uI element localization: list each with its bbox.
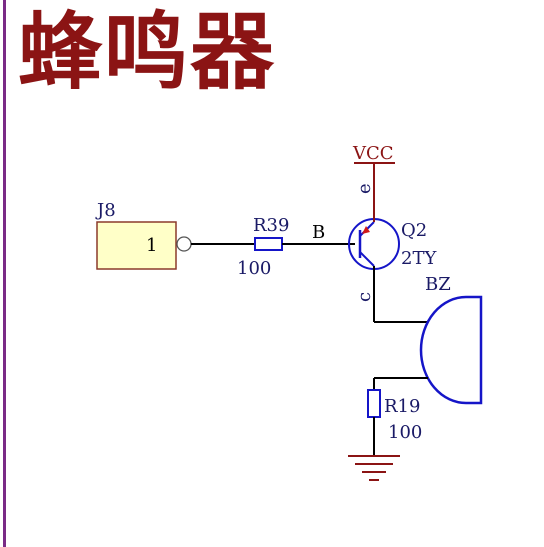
transistor-collector-lead <box>359 251 375 267</box>
connector-pin-label: 1 <box>146 235 157 256</box>
page-title: 蜂鸣器 <box>18 3 277 101</box>
transistor-emitter-arrow <box>362 226 370 234</box>
transistor-q2-body <box>348 218 400 270</box>
resistor-r39-value: 100 <box>237 258 271 279</box>
buzzer-bz-body <box>419 295 483 405</box>
resistor-r39-body <box>254 237 283 251</box>
resistor-r19-body <box>367 389 381 418</box>
transistor-value: 2TY <box>401 248 437 269</box>
resistor-r39-ref: R39 <box>253 215 289 236</box>
connector-ref: J8 <box>95 200 116 221</box>
collector-pin-label: c <box>354 292 375 302</box>
buzzer-ref: BZ <box>425 274 451 295</box>
connector-j8-body <box>96 221 177 270</box>
left-border <box>3 0 6 547</box>
resistor-r19-value: 100 <box>388 422 422 443</box>
connector-pin-terminal <box>176 236 192 252</box>
net-label-b: B <box>312 222 325 243</box>
resistor-r19-ref: R19 <box>384 396 420 417</box>
transistor-ref: Q2 <box>401 220 427 241</box>
vcc-label: VCC <box>352 143 394 164</box>
emitter-pin-label: e <box>354 183 375 194</box>
